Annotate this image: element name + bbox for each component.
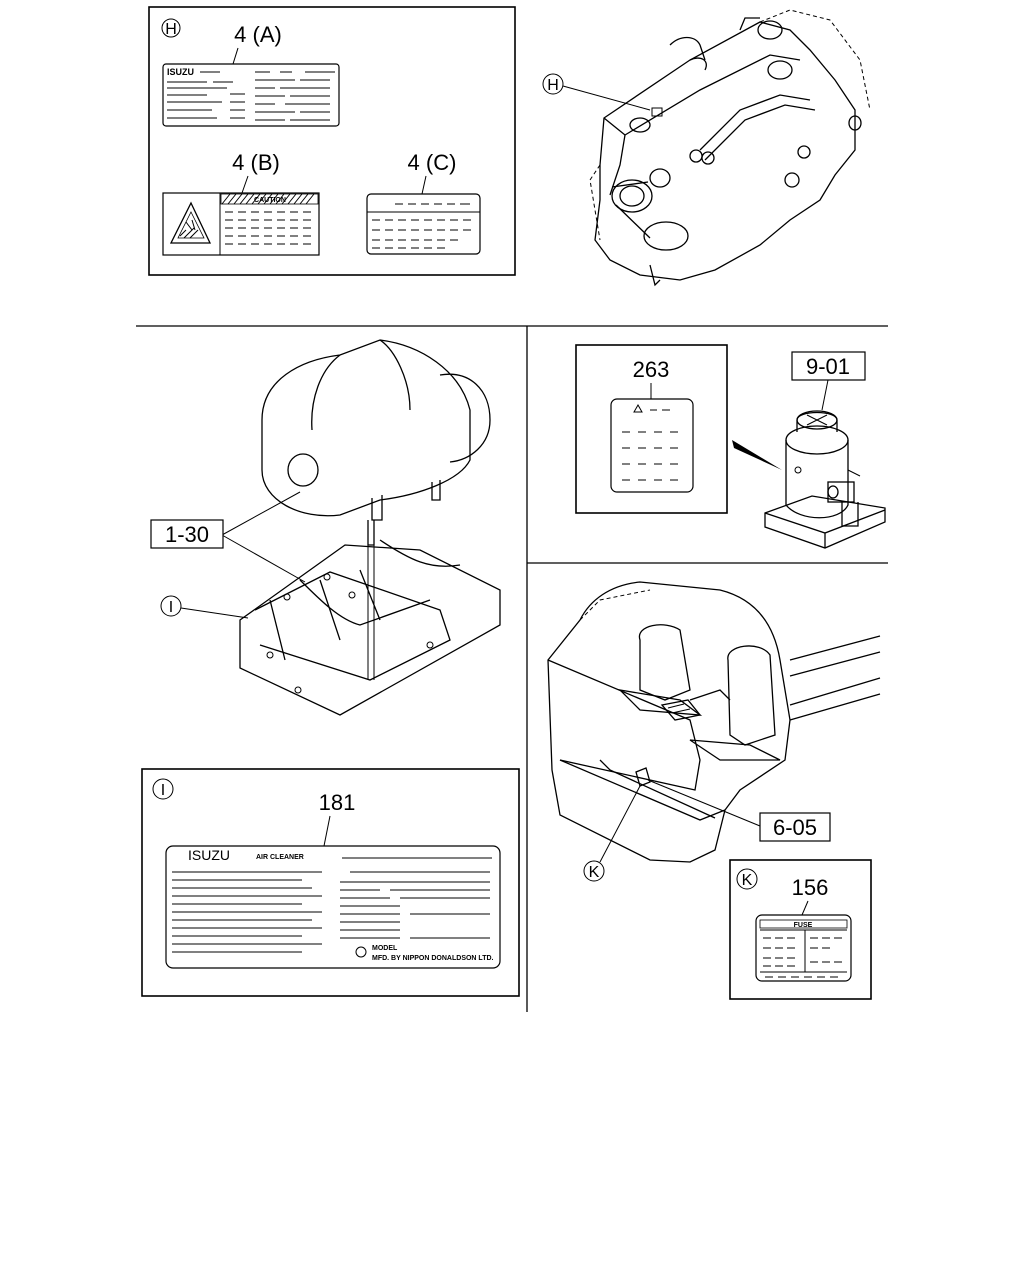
callout-k-illustration-letter: K <box>589 864 600 881</box>
label-4a: 4 (A) <box>234 22 282 47</box>
mfd-text: MFD. BY NIPPON DONALDSON LTD. <box>372 955 494 962</box>
air-cleaner-illustration: I <box>160 339 501 716</box>
label-4c: 4 (C) <box>408 150 457 175</box>
decal-4a-brand: ISUZU <box>167 67 194 77</box>
label-263: 263 <box>633 357 670 382</box>
logo-icon <box>355 946 367 958</box>
air-cleaner-text: AIR CLEANER <box>256 854 304 861</box>
warning-symbol <box>179 219 199 239</box>
label-156: 156 <box>792 875 829 900</box>
pointer-arrow <box>732 440 782 470</box>
callout-circle-k-illustration <box>583 860 605 882</box>
callout-i-illustration-letter: I <box>169 599 173 616</box>
bottle-jack-illustration <box>764 410 886 549</box>
engine-illustration: H <box>542 9 871 287</box>
svg-text:1-30: 1-30 <box>165 522 209 547</box>
svg-text:6-05: 6-05 <box>773 815 817 840</box>
callout-k-letter: K <box>742 872 753 889</box>
callout-h-engine-letter: H <box>547 77 559 94</box>
svg-text:9-01: 9-01 <box>806 354 850 379</box>
label-181: 181 <box>319 790 356 815</box>
decal-4b: CAUTION <box>162 192 320 256</box>
cab-illustration: K <box>547 581 881 882</box>
decal-181-brand: ISUZU <box>188 847 230 863</box>
callout-circle-h <box>161 18 181 38</box>
detail-box-i: I 181 ISUZU AIR CLEANER MODEL MFD. BY NI… <box>141 768 520 997</box>
callout-circle-i <box>152 778 174 800</box>
callout-circle-i-illustration <box>160 595 182 617</box>
decal-263 <box>610 398 694 493</box>
caution-text: CAUTION <box>254 197 286 204</box>
detail-box-k: K 156 FUSE <box>729 859 872 1000</box>
callout-i-letter: I <box>161 782 165 799</box>
callout-circle-k <box>736 868 758 890</box>
fuse-text: FUSE <box>794 922 813 929</box>
decal-181: ISUZU AIR CLEANER MODEL MFD. BY NIPPON D… <box>165 845 501 969</box>
label-4b: 4 (B) <box>232 150 280 175</box>
model-text: MODEL <box>372 945 398 952</box>
decal-4a: ISUZU <box>162 63 340 127</box>
ref-box-6-05: 6-05 <box>759 812 831 842</box>
detail-box-h: H 4 (A) ISUZU 4 (B) CAUTION 4 (C) <box>148 6 516 276</box>
callout-circle-h-engine <box>542 73 564 95</box>
ref-box-1-30: 1-30 <box>150 519 224 549</box>
ref-box-9-01: 9-01 <box>791 351 866 411</box>
decal-156: FUSE <box>755 914 852 982</box>
panel-dividers <box>136 325 888 1012</box>
detail-box-263: 263 <box>575 344 728 514</box>
callout-h-letter: H <box>165 21 177 38</box>
decal-4c <box>366 193 481 255</box>
